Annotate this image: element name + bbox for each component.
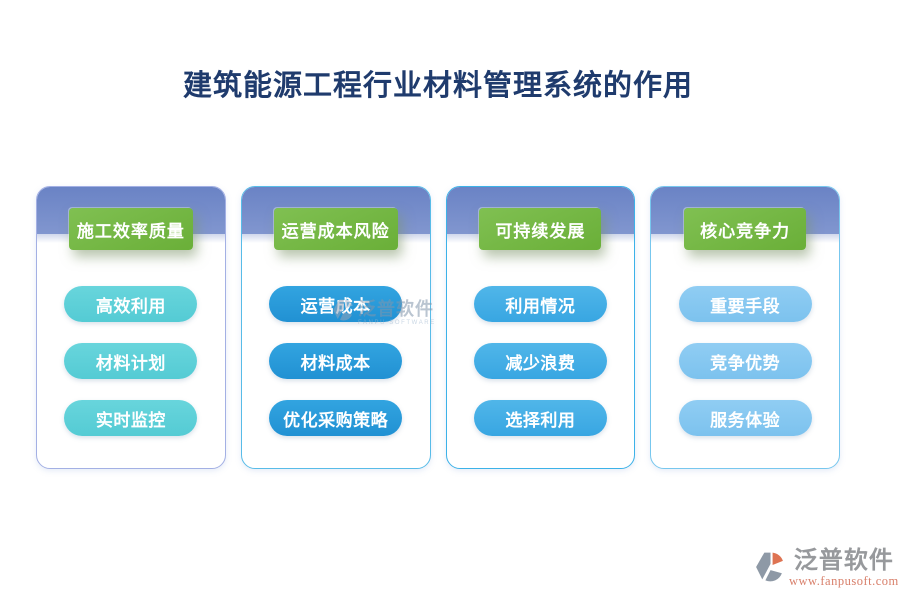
pill-item: 重要手段 bbox=[678, 286, 812, 322]
pill-item: 服务体验 bbox=[678, 400, 812, 436]
pill-item: 材料计划 bbox=[64, 343, 198, 379]
page-title: 建筑能源工程行业材料管理系统的作用 bbox=[182, 70, 693, 102]
pill-item: 材料成本 bbox=[269, 343, 403, 379]
fanpu-logo-icon bbox=[753, 549, 786, 590]
pill-list: 利用情况 减少浪费 选择利用 bbox=[447, 286, 635, 436]
card-operating-cost-risk: 运营成本风险 运营成本 材料成本 优化采购策略 bbox=[240, 186, 431, 469]
card-sustainable-development: 可持续发展 利用情况 减少浪费 选择利用 bbox=[445, 186, 636, 469]
pill-item: 优化采购策略 bbox=[269, 400, 403, 436]
pill-item: 选择利用 bbox=[473, 400, 607, 436]
pill-item: 实时监控 bbox=[64, 400, 198, 436]
card-header-badge: 施工效率质量 bbox=[68, 208, 193, 250]
pill-item: 利用情况 bbox=[473, 286, 607, 322]
footer-text: 泛普软件 www.fanpusoft.com bbox=[789, 549, 899, 588]
pill-list: 运营成本 材料成本 优化采购策略 bbox=[242, 286, 430, 436]
card-construction-efficiency: 施工效率质量 高效利用 材料计划 实时监控 bbox=[36, 186, 226, 469]
pill-item: 竞争优势 bbox=[678, 343, 812, 379]
footer-brand-name: 泛普软件 bbox=[793, 548, 894, 574]
pill-item: 高效利用 bbox=[64, 286, 198, 322]
pill-item: 减少浪费 bbox=[473, 343, 607, 379]
footer-brand: 泛普软件 www.fanpusoft.com bbox=[753, 549, 899, 590]
card-header-badge: 运营成本风险 bbox=[273, 208, 398, 250]
card-header-badge: 核心竞争力 bbox=[684, 208, 807, 250]
pill-list: 高效利用 材料计划 实时监控 bbox=[37, 286, 225, 436]
pill-list: 重要手段 竞争优势 服务体验 bbox=[651, 286, 839, 436]
pill-item: 运营成本 bbox=[269, 286, 403, 322]
card-core-competitiveness: 核心竞争力 重要手段 竞争优势 服务体验 bbox=[650, 186, 840, 469]
card-header-badge: 可持续发展 bbox=[479, 208, 602, 250]
cards-container: 施工效率质量 高效利用 材料计划 实时监控 运营成本风险 运营成本 材料成本 优… bbox=[36, 186, 840, 469]
footer-brand-url: www.fanpusoft.com bbox=[789, 574, 899, 588]
